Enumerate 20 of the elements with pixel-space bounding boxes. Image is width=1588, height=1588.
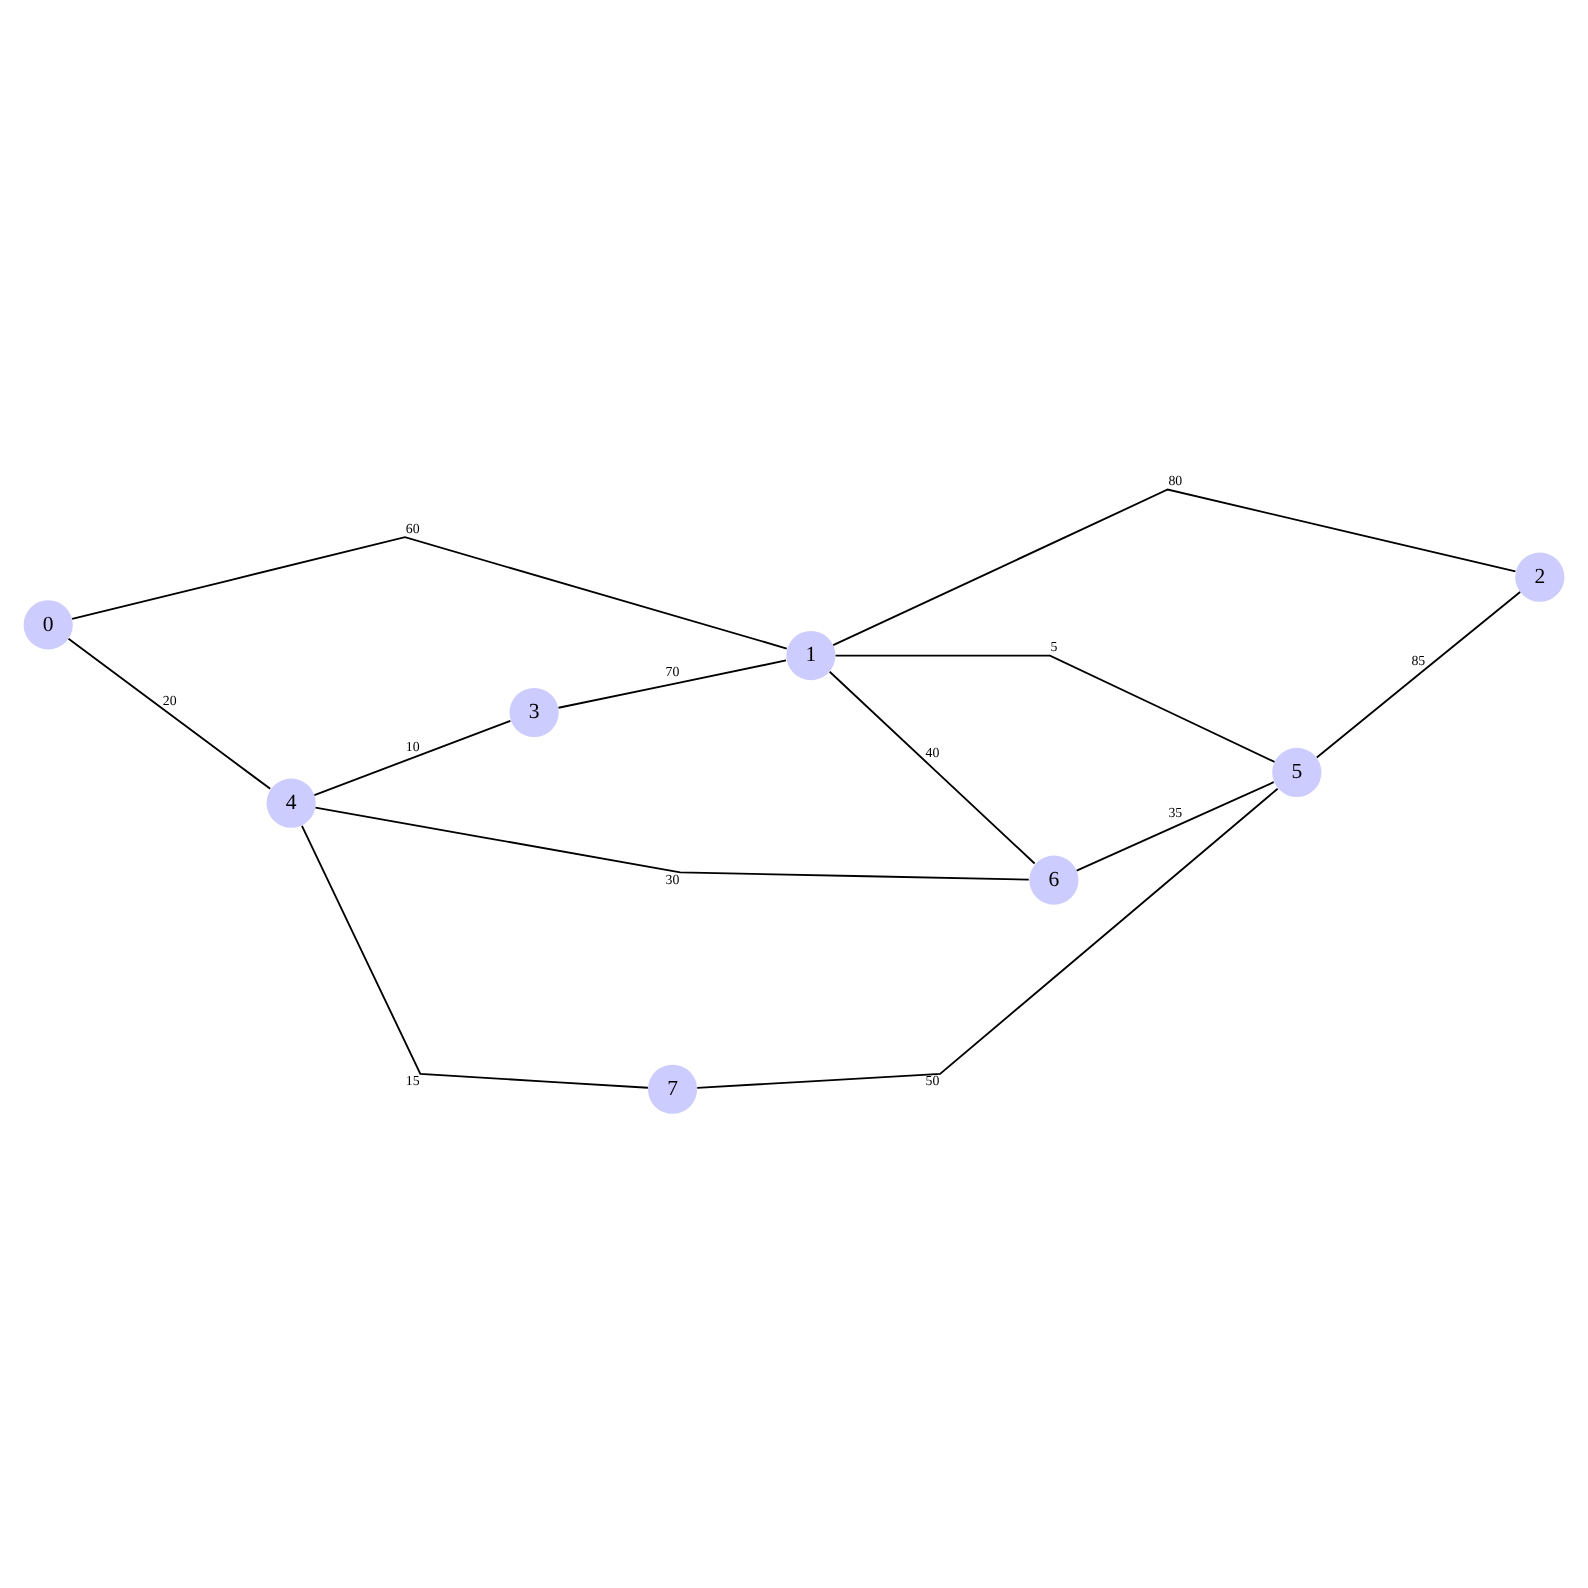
connector xyxy=(71,536,788,650)
connector xyxy=(557,659,787,709)
connector xyxy=(313,719,512,796)
connector xyxy=(1315,591,1522,759)
node-circle: 2 xyxy=(1515,552,1565,602)
node-circle: 7 xyxy=(647,1064,698,1114)
connector xyxy=(828,670,1036,865)
node-circle: 0 xyxy=(23,600,73,650)
node-circle: 4 xyxy=(266,778,316,828)
connector xyxy=(832,488,1517,647)
connector xyxy=(67,637,272,790)
connector xyxy=(1075,781,1275,872)
connector xyxy=(301,824,649,1089)
connector xyxy=(834,654,1276,763)
connector xyxy=(314,806,1030,881)
node-circle: 3 xyxy=(509,687,559,738)
node-circle: 5 xyxy=(1272,747,1322,798)
node-circle: 6 xyxy=(1029,855,1079,905)
node-circle: 1 xyxy=(786,631,836,681)
connector xyxy=(696,787,1279,1089)
